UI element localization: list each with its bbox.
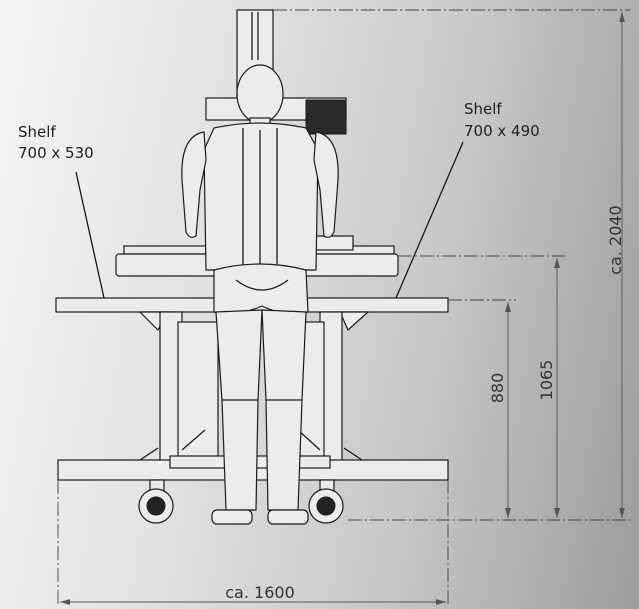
dimension-total-height bbox=[273, 9, 630, 521]
shelf-right-leader bbox=[395, 141, 464, 299]
dimension-lower-shelf-height bbox=[448, 299, 516, 518]
shelf-left-title: Shelf bbox=[18, 123, 56, 141]
shelf-left-size: 700 x 530 bbox=[18, 144, 94, 162]
lower-shelf-height-label: 880 bbox=[488, 373, 507, 404]
figure-left-arm bbox=[181, 131, 207, 238]
figure-hips bbox=[213, 263, 309, 314]
shelf-right-title: Shelf bbox=[464, 100, 502, 118]
shelf-right-size: 700 x 490 bbox=[464, 122, 540, 140]
left-caster bbox=[138, 479, 174, 524]
upper-shelf-height-label: 1065 bbox=[537, 360, 556, 401]
shelf-left-leader bbox=[75, 171, 105, 299]
figure-right-arm bbox=[313, 131, 339, 238]
figure-head bbox=[236, 64, 284, 124]
total-width-label: ca. 1600 bbox=[225, 583, 295, 602]
figure-right-foot bbox=[267, 509, 309, 525]
figure-torso bbox=[203, 122, 319, 271]
dimension-upper-shelf-height bbox=[398, 255, 565, 518]
human-figure bbox=[181, 64, 339, 525]
total-height-label: ca. 2040 bbox=[606, 205, 625, 275]
dimension-total-width bbox=[57, 480, 449, 606]
right-caster bbox=[308, 479, 344, 524]
monitor-box bbox=[305, 99, 347, 135]
figure-left-foot bbox=[211, 509, 253, 525]
figure-right-leg bbox=[261, 309, 307, 511]
